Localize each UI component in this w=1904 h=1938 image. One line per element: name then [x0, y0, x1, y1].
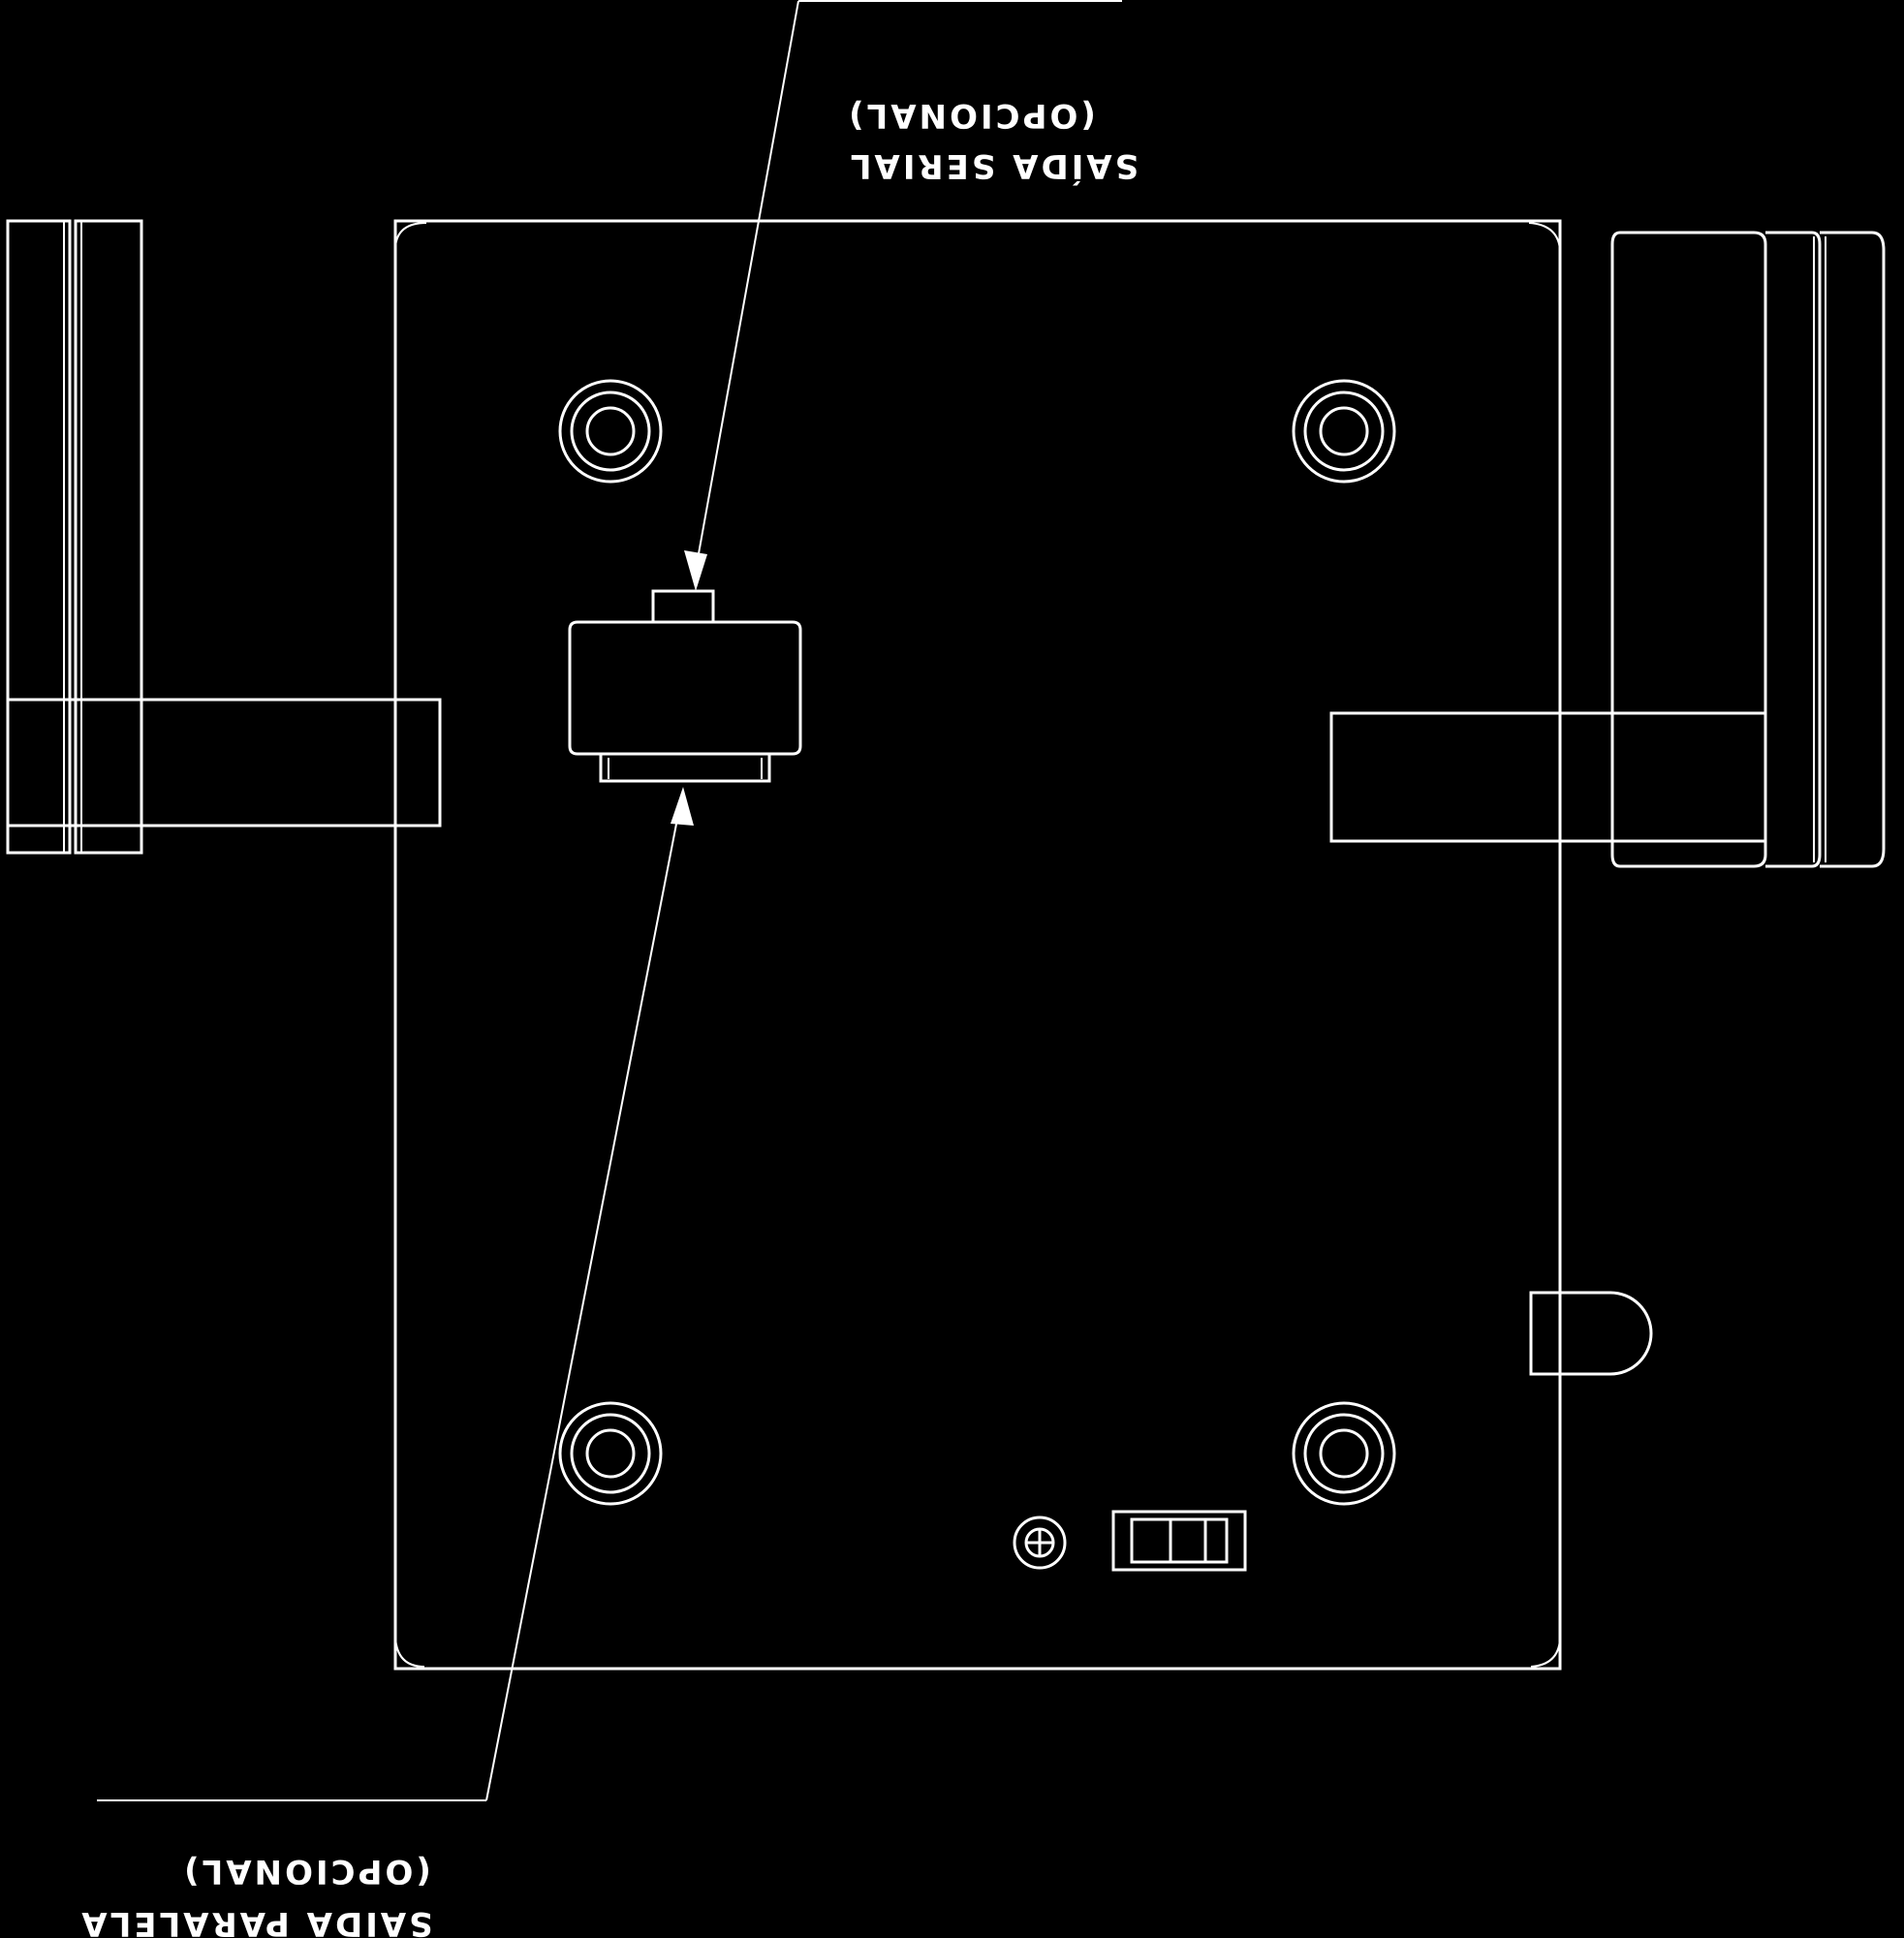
serial-output-leader — [684, 0, 1122, 591]
side-tab — [1529, 1291, 1653, 1376]
serial-output-optional-label: (OPCIONAL) — [846, 96, 1096, 135]
ground-screw-icon — [1013, 1516, 1067, 1570]
left-bracket — [6, 219, 442, 855]
interface-connector — [568, 589, 802, 783]
parallel-output-leader — [97, 787, 694, 1801]
power-switch — [1111, 1510, 1247, 1572]
rear-panel — [393, 219, 1562, 1671]
right-knob-assembly — [1329, 231, 1886, 868]
parallel-output-optional-label: (OPCIONAL) — [181, 1852, 431, 1891]
rubber-foot-bottom-left — [558, 1401, 663, 1506]
rubber-foot-top-left — [558, 379, 663, 484]
parallel-output-label: SAÍDA PARALELA — [78, 1904, 432, 1938]
rubber-foot-bottom-right — [1292, 1401, 1396, 1506]
rubber-foot-top-right — [1292, 379, 1396, 484]
serial-output-label: SAÍDA SERIAL — [848, 146, 1139, 186]
